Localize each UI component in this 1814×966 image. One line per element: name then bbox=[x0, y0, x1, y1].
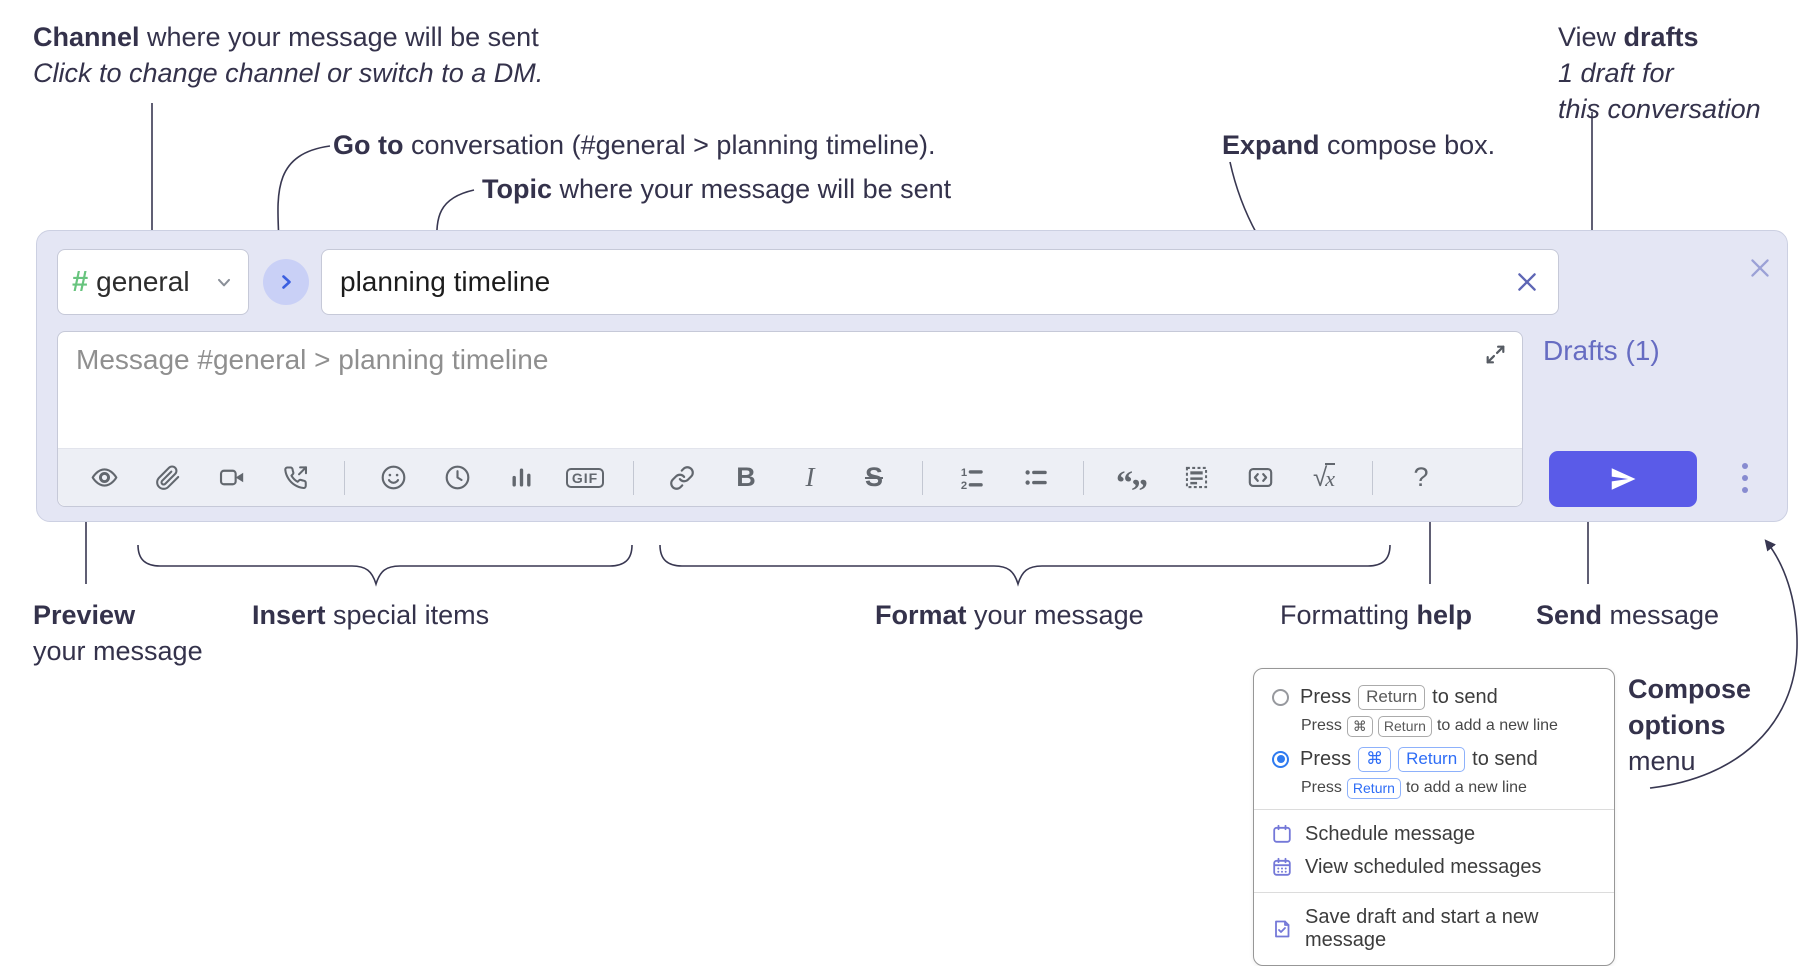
poll-icon[interactable] bbox=[489, 455, 553, 501]
help-note: Formatting help bbox=[1280, 600, 1473, 630]
compose-options-menu-button[interactable] bbox=[1723, 457, 1767, 501]
format-note: Format your message bbox=[875, 600, 1144, 630]
toolbar-divider bbox=[633, 460, 634, 495]
quote-icon[interactable]: “” bbox=[1116, 464, 1148, 510]
emoji-icon[interactable] bbox=[361, 455, 425, 501]
channel-note: Channel where your message will be sent … bbox=[33, 22, 544, 88]
svg-text:1: 1 bbox=[960, 467, 966, 479]
spoiler-icon[interactable] bbox=[1164, 455, 1228, 501]
menu-item-schedule-message[interactable]: Schedule message bbox=[1272, 818, 1596, 851]
channel-selector[interactable]: # general bbox=[57, 249, 249, 315]
page: { "colors": { "send_button": "#5a5be8", … bbox=[33, 22, 1798, 966]
calendar-days-icon bbox=[1273, 858, 1291, 876]
chevron-down-icon bbox=[218, 278, 230, 287]
menu-item-save-draft[interactable]: Save draft and start a new message bbox=[1272, 901, 1596, 957]
link-icon[interactable] bbox=[650, 455, 714, 501]
svg-text:2: 2 bbox=[960, 480, 966, 491]
toolbar-divider bbox=[344, 460, 345, 495]
channel-name: general bbox=[96, 266, 190, 297]
toolbar-divider bbox=[922, 460, 923, 495]
clear-topic-icon[interactable] bbox=[1514, 269, 1540, 295]
toolbar-divider bbox=[1083, 460, 1084, 495]
menu-item-view-scheduled-messages[interactable]: View scheduled messages bbox=[1272, 851, 1596, 884]
code-icon[interactable] bbox=[1228, 455, 1292, 501]
send-note: Send message bbox=[1536, 600, 1720, 630]
radio-selected[interactable] bbox=[1272, 750, 1289, 768]
italic-icon[interactable]: I bbox=[805, 462, 815, 492]
kebab-icon bbox=[1742, 463, 1748, 493]
bulleted-list-icon[interactable] bbox=[1003, 455, 1067, 501]
message-area[interactable]: Message #general > planning timeline bbox=[57, 331, 1523, 510]
topic-note: Topic where your message will be sent bbox=[482, 174, 952, 204]
drafts-note: View drafts 1 draft for this conversatio… bbox=[1558, 22, 1761, 124]
compose-options-note: Compose options menu bbox=[1628, 674, 1752, 776]
preview-note: Preview your message bbox=[33, 600, 203, 666]
save-draft-icon bbox=[1275, 920, 1290, 938]
expand-compose-icon[interactable] bbox=[1483, 342, 1508, 367]
video-call-icon[interactable] bbox=[200, 455, 264, 501]
channel-hash-icon: # bbox=[72, 265, 89, 298]
eye-icon[interactable] bbox=[72, 455, 136, 501]
gif-icon[interactable]: GIF bbox=[553, 455, 617, 501]
send-icon bbox=[1611, 468, 1636, 490]
radio-unselected[interactable] bbox=[1272, 688, 1289, 706]
toolbar-divider bbox=[1372, 460, 1373, 495]
close-compose-icon[interactable] bbox=[1743, 251, 1777, 285]
help-icon[interactable]: ? bbox=[1413, 462, 1429, 492]
go-to-conversation-button[interactable] bbox=[263, 259, 309, 305]
chevron-right-icon bbox=[282, 275, 291, 289]
audio-call-icon[interactable] bbox=[264, 455, 328, 501]
paperclip-icon[interactable] bbox=[136, 455, 200, 501]
menu-divider bbox=[1254, 808, 1614, 810]
calendar-icon bbox=[1273, 825, 1291, 843]
strikethrough-icon[interactable]: S bbox=[864, 462, 883, 492]
menu-divider bbox=[1254, 891, 1614, 893]
compose-box: # general planning timeline Message #gen… bbox=[36, 230, 1788, 522]
goto-note: Go to conversation (#general > planning … bbox=[333, 130, 936, 160]
drafts-link[interactable]: Drafts (1) bbox=[1543, 335, 1660, 366]
topic-value: planning timeline bbox=[340, 266, 551, 297]
expand-note: Expand compose box. bbox=[1222, 130, 1496, 160]
time-icon[interactable] bbox=[425, 455, 489, 501]
topic-input[interactable]: planning timeline bbox=[321, 249, 1559, 315]
message-placeholder: Message #general > planning timeline bbox=[76, 344, 549, 375]
bold-icon[interactable]: B bbox=[736, 462, 756, 492]
send-button[interactable] bbox=[1549, 451, 1697, 507]
math-icon[interactable]: √x bbox=[1312, 462, 1336, 492]
insert-note: Insert special items bbox=[252, 600, 490, 630]
